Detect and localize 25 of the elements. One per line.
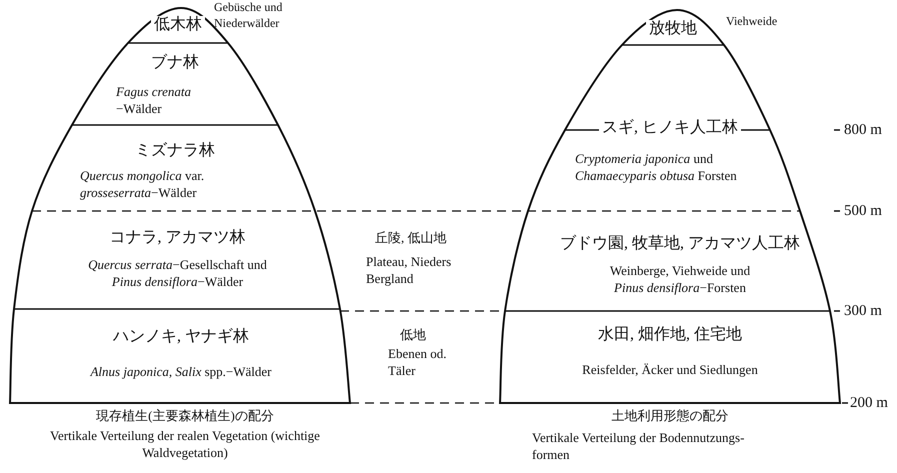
altitude-label: 500 m [844, 202, 883, 221]
zone-heading: スギ, ヒノキ人工林 [599, 119, 741, 138]
zone-heading: 放牧地 [646, 20, 700, 38]
altitude-label: 300 m [844, 302, 883, 321]
zone-label: Gebüsche und Niederwälder [214, 0, 284, 32]
zone-description: Reisfelder, Äcker und Siedlungen [582, 362, 758, 380]
region-label: Plateau, Nieders Bergland [366, 254, 452, 288]
region-label: Ebenen od. Täler [388, 346, 448, 380]
zone-heading: 低木林 [151, 16, 205, 34]
region-label: 丘陵, 低山地 [375, 230, 448, 247]
altitude-label: 200 m [850, 394, 889, 413]
region-label: 低地 [400, 327, 427, 344]
zone-description: Cryptomeria japonica und Chamaecyparis obtusa Forsten [575, 151, 738, 186]
zone-label: Viehweide [726, 14, 778, 30]
zone-description: Quercus mongolica var. grosseserrata−Wälder [80, 168, 206, 202]
zone-heading: 水田, 畑作地, 住宅地 [595, 326, 745, 344]
node-label: Vertikale Verteilung der Bodennutzungs- formen [532, 430, 746, 464]
altitude-label: 800 m [844, 121, 883, 140]
node-label: 現存植生(主要森林植生)の配分 [95, 408, 275, 425]
zone-description: Fagus crenata −Wälder [116, 84, 192, 118]
zone-description: Weinberge, Viehweide und Pinus densiflora−Forsten [608, 263, 752, 298]
node-label: 土地利用形態の配分 [610, 408, 730, 425]
zone-description: Alnus japonica, Salix spp.−Wälder [90, 364, 272, 382]
node-label: Vertikale Verteilung der realen Vegetation (wichtige Waldvegetation) [49, 428, 321, 462]
zone-description: Quercus serrata−Gesellschaft und Pinus densiflora−Wälder [87, 257, 268, 292]
